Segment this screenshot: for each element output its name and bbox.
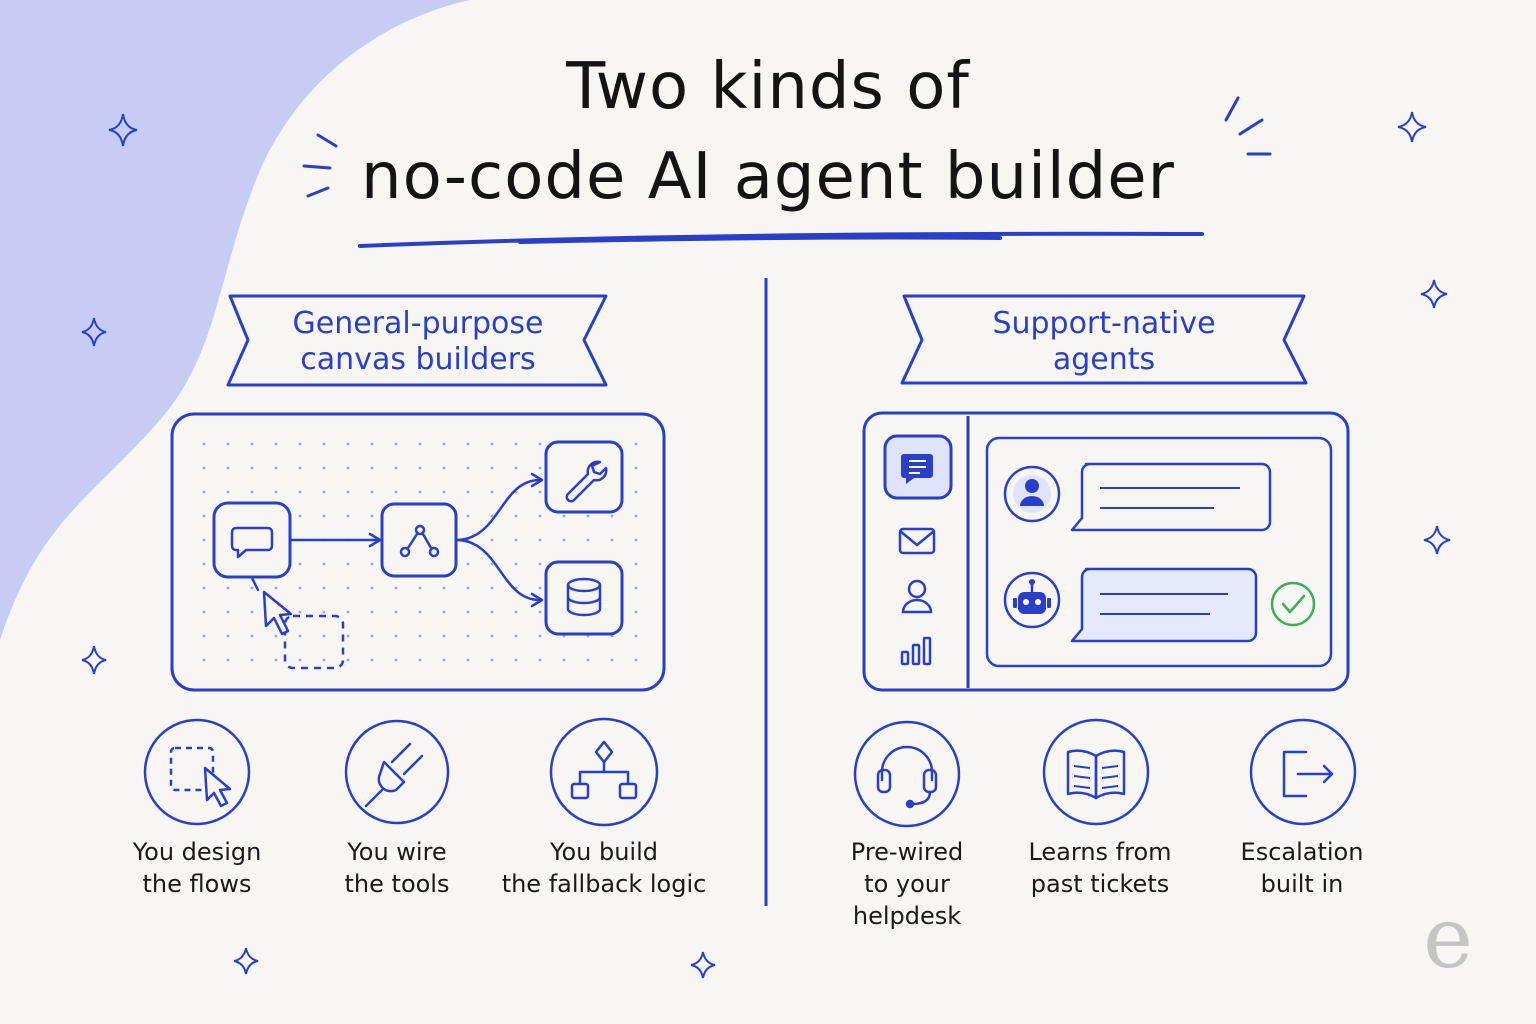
user-icon [901, 579, 933, 614]
sparkle-icon [108, 113, 138, 147]
caption-line: built in [1260, 870, 1344, 898]
caption-line: Learns from [1028, 838, 1172, 866]
message-bubble [1070, 462, 1272, 532]
check-circle-icon [1270, 581, 1316, 627]
chat-bubble-icon [212, 501, 292, 579]
reply-bubble [1070, 567, 1258, 643]
title-line-1: Two kinds of [566, 50, 970, 124]
right-ribbon-line-1: Support-native [992, 306, 1216, 341]
chat-icon [883, 434, 953, 500]
wrench-icon [544, 440, 624, 514]
feature-caption-wire-tools: You wire the tools [297, 836, 497, 900]
caption-line: Pre-wired [850, 838, 964, 866]
plug-icon [344, 719, 450, 825]
helpdesk-panel [862, 411, 1350, 692]
caption-line: helpdesk [852, 902, 962, 930]
right-ribbon-label: Support-native agents [925, 306, 1283, 378]
left-ribbon-line-1: General-purpose [292, 306, 544, 341]
brand-logo: e [1423, 889, 1473, 987]
feature-caption-past-tickets: Learns from past tickets [1000, 836, 1200, 900]
title-accent-marks [302, 96, 1272, 198]
sparkle-icon [1397, 111, 1427, 143]
sparkle-icon [81, 317, 107, 347]
right-ribbon-line-2: agents [1052, 342, 1156, 377]
database-icon [544, 560, 624, 636]
right-ribbon [900, 294, 1308, 385]
canvas-builder-panel [170, 412, 666, 692]
caption-line: You wire [347, 838, 447, 866]
feature-caption-design-flows: You design the flows [97, 836, 297, 900]
book-icon [1042, 718, 1150, 826]
caption-line: Escalation [1240, 838, 1364, 866]
title-line-2: no-code AI agent builder [361, 140, 1175, 214]
background-blob [0, 0, 470, 640]
select-area-icon [143, 718, 251, 826]
dashed-placeholder [283, 614, 345, 670]
sparkle-icon [1423, 525, 1451, 555]
caption-line: the fallback logic [501, 870, 707, 898]
caption-line: You build [549, 838, 658, 866]
mail-icon [898, 527, 936, 555]
feature-caption-fallback-logic: You build the fallback logic [484, 836, 724, 900]
caption-line: to your [864, 870, 950, 898]
caption-line: past tickets [1030, 870, 1170, 898]
cursor-icon [262, 590, 293, 636]
title-underline [358, 231, 1204, 248]
sparkle-icon [233, 947, 259, 975]
left-ribbon [226, 294, 608, 387]
feature-caption-escalation: Escalation built in [1212, 836, 1392, 900]
person-avatar-icon [1003, 465, 1061, 523]
sparkle-icon [81, 645, 107, 675]
caption-line: the flows [142, 870, 252, 898]
feature-caption-helpdesk: Pre-wired to your helpdesk [817, 836, 997, 932]
left-ribbon-line-2: canvas builders [300, 342, 536, 377]
sparkle-icon [1420, 279, 1448, 309]
sparkle-icons [81, 111, 1451, 979]
bot-avatar-icon [1003, 571, 1061, 629]
left-ribbon-label: General-purpose canvas builders [250, 306, 586, 378]
caption-line: You design [132, 838, 262, 866]
bar-chart-icon [900, 636, 932, 666]
branch-icon [380, 502, 458, 578]
caption-line: the tools [344, 870, 450, 898]
sparkle-icon [690, 951, 716, 979]
exit-icon [1249, 718, 1357, 826]
flowchart-icon [549, 717, 659, 827]
headset-icon [853, 720, 961, 828]
